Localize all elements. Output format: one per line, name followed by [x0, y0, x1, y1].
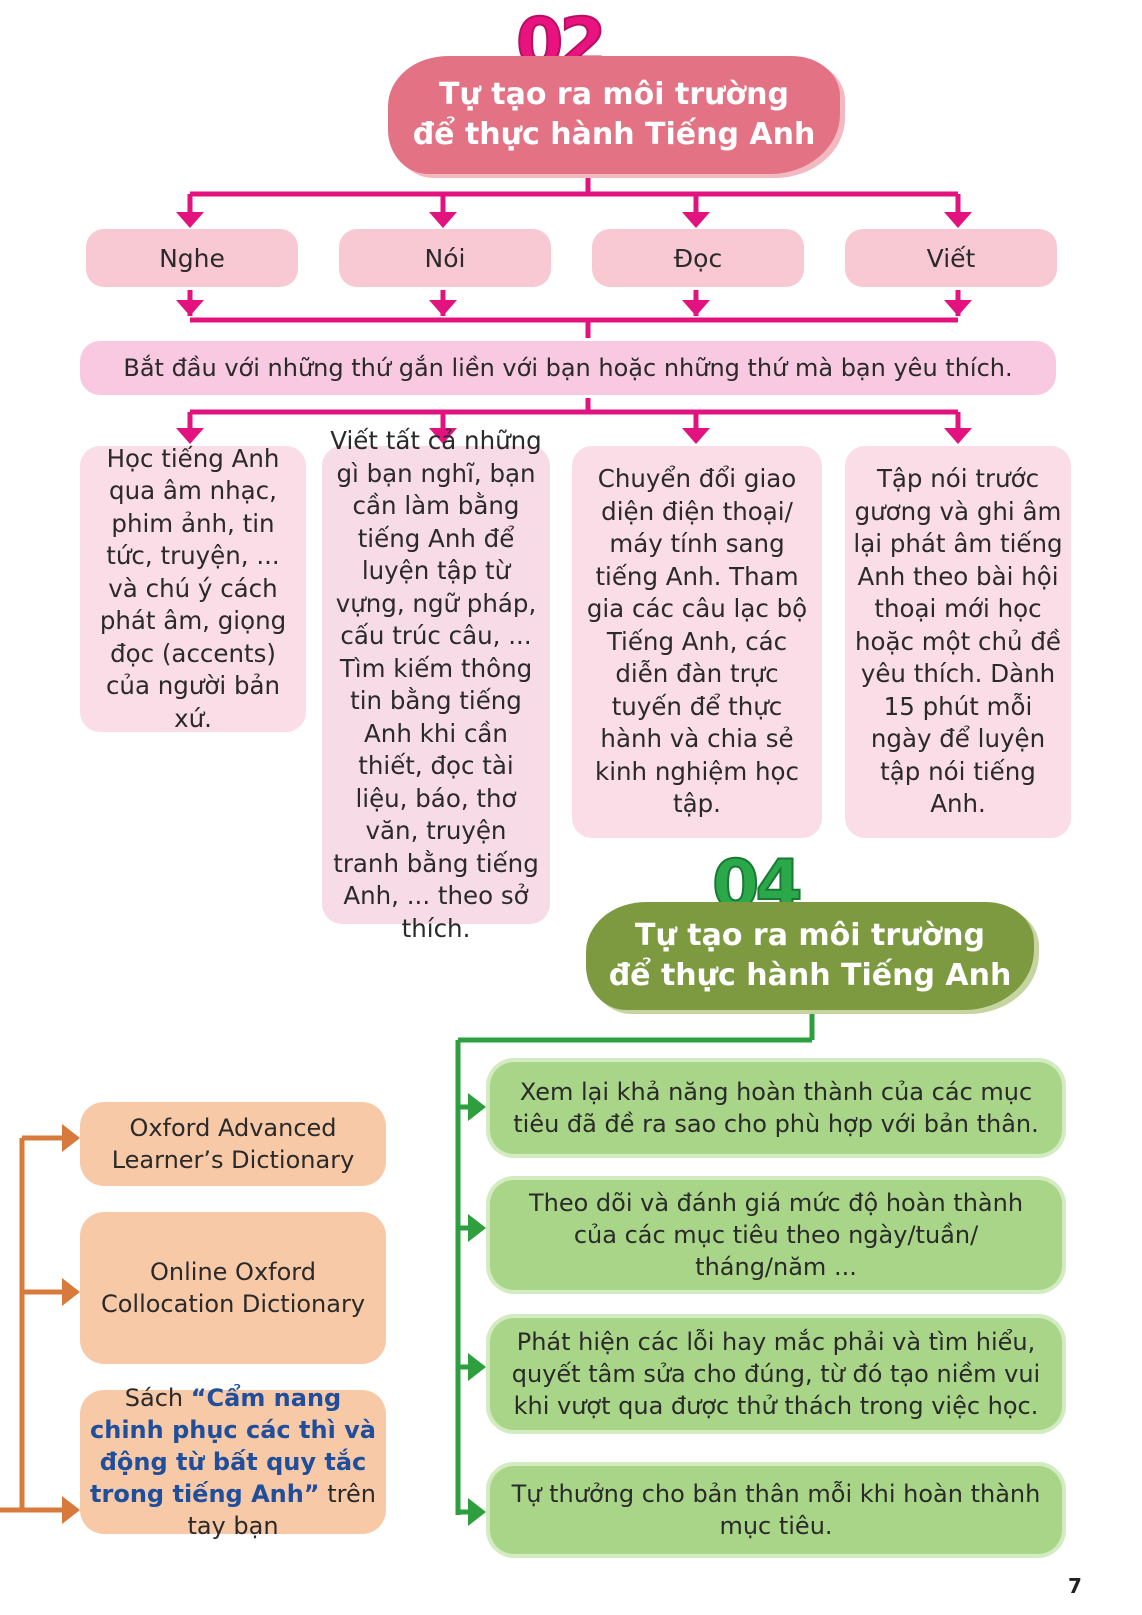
orange-connectors — [0, 1135, 66, 1513]
resource-oxford-advanced: Oxford Advanced Learner’s Dictionary — [80, 1102, 386, 1186]
tip-listening: Học tiếng Anh qua âm nhạc, phim ảnh, tin… — [80, 444, 306, 733]
section-04-title-line1: Tự tạo ra môi trường — [635, 918, 985, 953]
step-review-goals: Xem lại khả năng hoàn thành của các mục … — [490, 1062, 1062, 1154]
start-instruction: Bắt đầu với những thứ gắn liền với bạn h… — [80, 341, 1056, 395]
resource-oxford-collocation: Online Oxford Collocation Dictionary — [80, 1212, 386, 1364]
tip-writing: Viết tất cả những gì bạn nghĩ, bạn cần l… — [322, 426, 550, 943]
resource-handbook-suffix: trên tay bạn — [187, 1480, 376, 1540]
orange-arrowheads — [62, 1124, 80, 1524]
green-arrowheads — [468, 1093, 486, 1526]
tip-speaking: Tập nói trước gương và ghi âm lại phát â… — [845, 446, 1071, 838]
step-fix-mistakes: Phát hiện các lỗi hay mắc phải và tìm hi… — [490, 1318, 1062, 1430]
resource-handbook-prefix: Sách — [124, 1384, 191, 1412]
magenta-connectors — [187, 176, 961, 432]
section-02-title-banner: Tự tạo ra môi trường để thực hành Tiếng … — [388, 56, 840, 174]
resource-handbook-title: “Cẩm nang chinh phục các thì và động từ … — [90, 1384, 376, 1508]
skill-speaking: Nói — [339, 229, 551, 287]
section-02-title-line2: để thực hành Tiếng Anh — [412, 117, 816, 152]
step-track-progress: Theo dõi và đánh giá mức độ hoàn thành c… — [490, 1180, 1062, 1290]
green-connectors — [455, 1012, 815, 1515]
section-02-title-line1: Tự tạo ra môi trường — [439, 77, 789, 112]
skill-reading: Đọc — [592, 229, 804, 287]
step-reward-yourself: Tự thưởng cho bản thân mỗi khi hoàn thàn… — [490, 1466, 1062, 1554]
skill-listening: Nghe — [86, 229, 298, 287]
section-04-title-banner: Tự tạo ra môi trường để thực hành Tiếng … — [586, 902, 1034, 1010]
skill-writing: Viết — [845, 229, 1057, 287]
page-number: 7 — [1068, 1574, 1082, 1598]
resource-handbook: Sách “Cẩm nang chinh phục các thì và độn… — [80, 1384, 386, 1540]
tip-reading: Chuyển đổi giao diện điện thoại/ máy tín… — [572, 446, 822, 838]
section-04-title-line2: để thực hành Tiếng Anh — [608, 958, 1012, 993]
magenta-arrowheads — [176, 212, 972, 444]
